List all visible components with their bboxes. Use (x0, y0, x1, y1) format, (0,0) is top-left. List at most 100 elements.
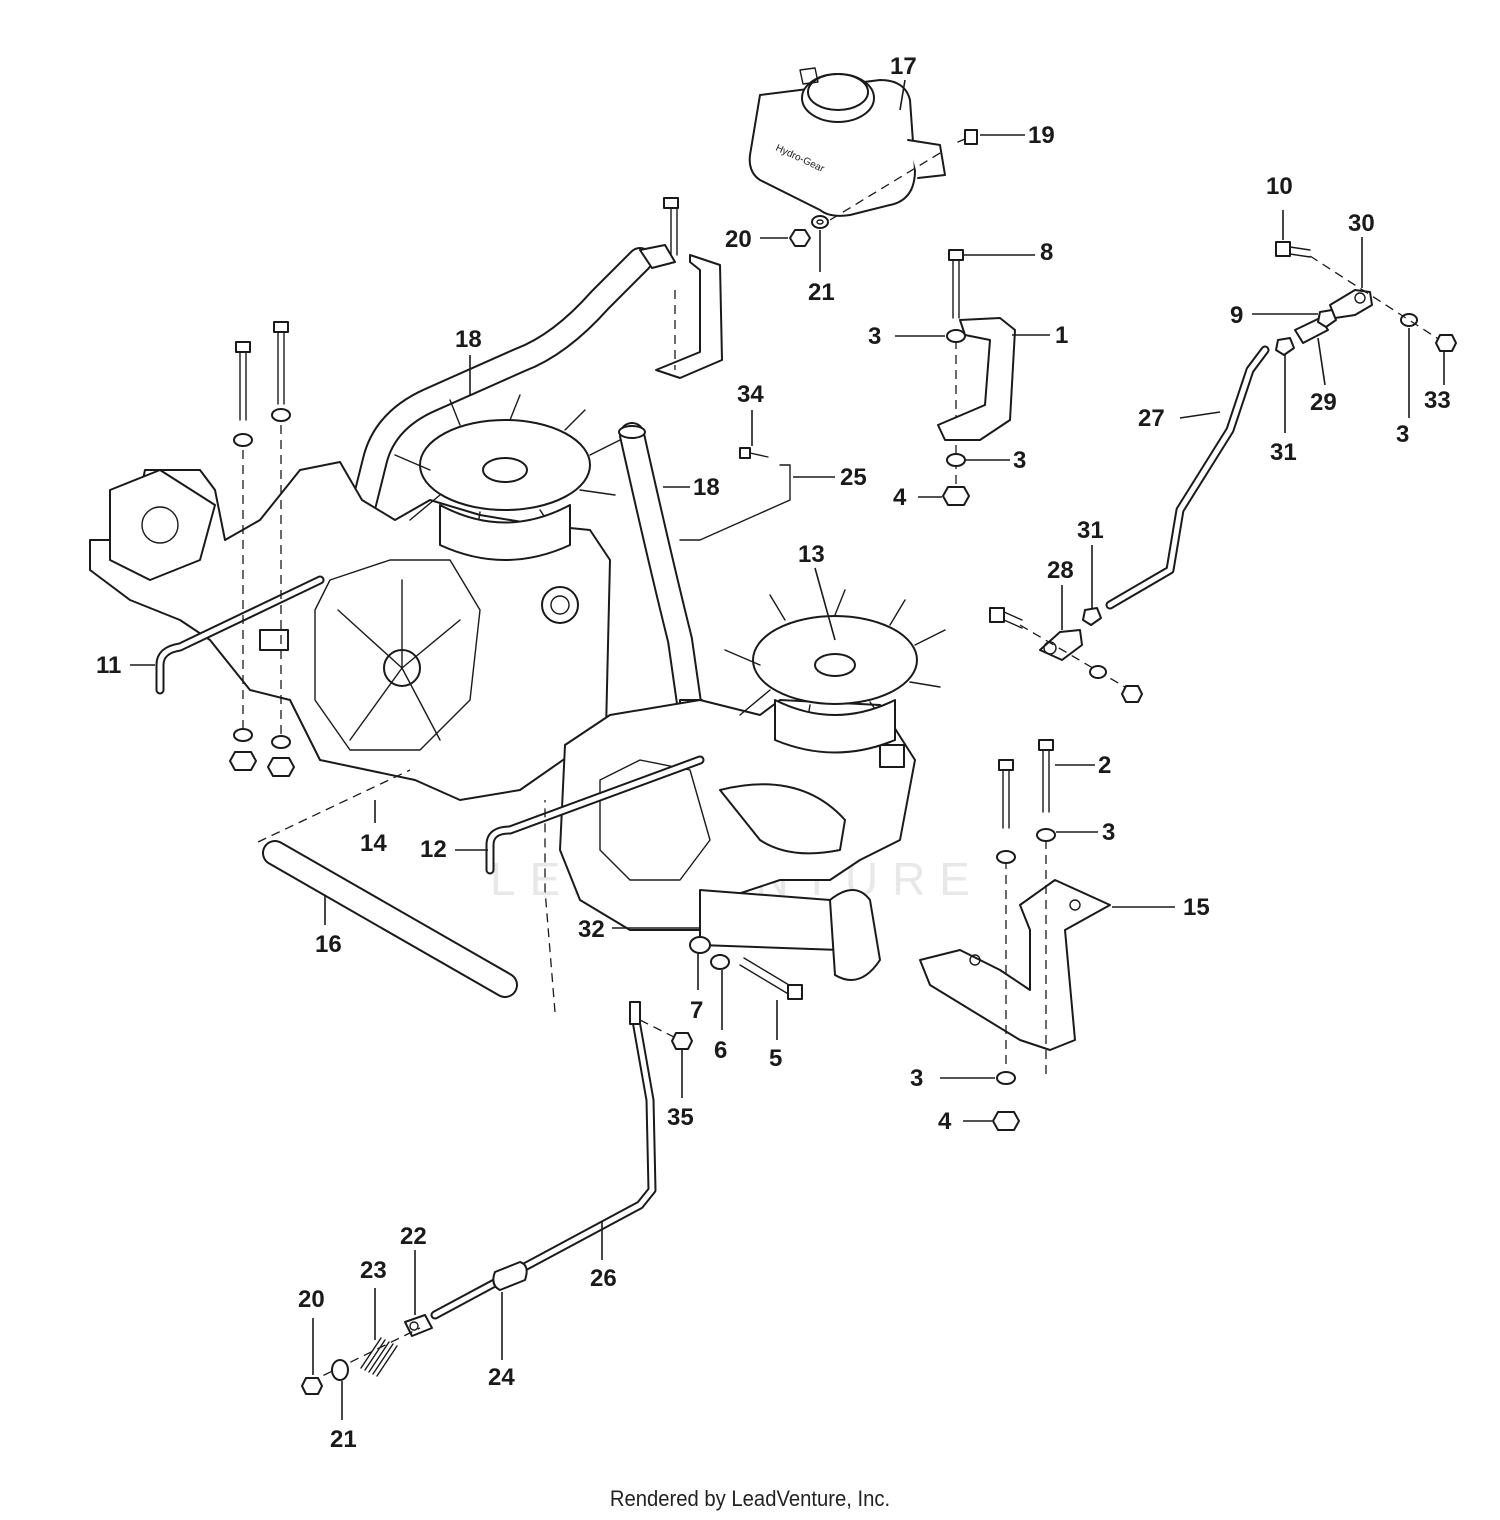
svg-text:3: 3 (1396, 421, 1409, 448)
callout-18-b: 18 (663, 474, 720, 501)
svg-text:32: 32 (578, 916, 605, 943)
nuts-4 (942, 486, 1020, 1131)
nut-31-top (1275, 337, 1295, 356)
cooling-fan-right (724, 589, 946, 754)
footer-credit: Rendered by LeadVenture, Inc. (609, 1486, 891, 1511)
callout-35: 35 (667, 1050, 694, 1131)
washer-21-low (331, 1359, 349, 1381)
svg-text:23: 23 (360, 1257, 387, 1284)
callout-1: 1 (1012, 322, 1068, 349)
bolt-8 (948, 249, 964, 319)
svg-text:3: 3 (1013, 447, 1026, 474)
callout-25: 25 (793, 464, 867, 491)
callout-24: 24 (488, 1292, 515, 1391)
rod-end-28 (1039, 629, 1083, 661)
svg-text:30: 30 (1348, 210, 1375, 237)
washer-6 (710, 954, 730, 970)
bracket-1 (937, 317, 1016, 441)
svg-text:3: 3 (868, 323, 881, 350)
callout-20-top: 20 (725, 226, 788, 253)
svg-text:25: 25 (840, 464, 867, 491)
svg-text:5: 5 (769, 1045, 782, 1072)
svg-text:35: 35 (667, 1104, 694, 1131)
svg-text:11: 11 (96, 652, 121, 679)
transaxle-14 (89, 461, 611, 801)
nut-35 (671, 1032, 693, 1050)
nut-9 (1317, 309, 1337, 328)
washer-7 (689, 936, 711, 954)
washers-3 (946, 313, 1418, 1085)
bypass-rod-11 (155, 575, 325, 695)
svg-text:4: 4 (938, 1108, 952, 1135)
svg-text:19: 19 (1028, 122, 1055, 149)
nut-20-low (301, 1377, 323, 1395)
callout-28: 28 (1047, 557, 1074, 630)
svg-text:24: 24 (488, 1364, 515, 1391)
svg-text:16: 16 (315, 931, 342, 958)
screw-19 (957, 129, 978, 145)
svg-text:7: 7 (690, 997, 703, 1024)
svg-text:8: 8 (1040, 239, 1053, 266)
shaft-16 (262, 840, 518, 998)
spring-23 (360, 1337, 398, 1377)
callout-26: 26 (590, 1222, 617, 1292)
svg-text:18: 18 (693, 474, 720, 501)
svg-text:26: 26 (590, 1265, 617, 1292)
callout-30: 30 (1348, 210, 1375, 288)
callout-20-low: 20 (298, 1286, 325, 1375)
callout-29: 29 (1310, 337, 1337, 416)
svg-text:31: 31 (1270, 439, 1297, 466)
callout-16: 16 (315, 895, 342, 958)
clip-24 (492, 1261, 528, 1291)
svg-text:34: 34 (737, 381, 764, 408)
svg-text:20: 20 (298, 1286, 325, 1313)
callout-27: 27 (1138, 405, 1221, 432)
bolt-2-a (998, 759, 1014, 829)
callout-9: 9 (1230, 302, 1318, 329)
svg-text:2: 2 (1098, 752, 1111, 779)
callout-13: 13 (798, 541, 836, 641)
svg-text:4: 4 (893, 484, 907, 511)
svg-text:22: 22 (400, 1223, 427, 1250)
callout-14: 14 (360, 800, 387, 857)
callout-12: 12 (420, 836, 488, 863)
callout-18-a: 18 (455, 326, 482, 395)
bypass-rod-12 (485, 755, 705, 875)
svg-text:9: 9 (1230, 302, 1243, 329)
svg-text:21: 21 (808, 279, 835, 306)
svg-text:27: 27 (1138, 405, 1165, 432)
svg-text:33: 33 (1424, 387, 1451, 414)
callout-4-a: 4 (893, 484, 942, 511)
svg-text:10: 10 (1266, 173, 1293, 200)
washer-21-top (811, 215, 829, 229)
callout-11: 11 (96, 652, 155, 679)
svg-text:15: 15 (1183, 894, 1210, 921)
reservoir: Hydro-Gear (748, 67, 946, 217)
svg-text:28: 28 (1047, 557, 1074, 584)
bolt-28 (989, 607, 1023, 629)
callout-7: 7 (690, 953, 703, 1024)
callout-32: 32 (578, 916, 700, 943)
svg-text:18: 18 (455, 326, 482, 353)
callout-21-low: 21 (330, 1381, 357, 1453)
tube-18-right (618, 422, 703, 727)
callout-17: 17 (890, 53, 917, 111)
svg-text:29: 29 (1310, 389, 1337, 416)
swivel-22 (404, 1314, 433, 1337)
bolts-left (229, 321, 295, 777)
svg-text:1: 1 (1055, 322, 1068, 349)
screw-34 (739, 447, 769, 459)
washer-28 (1089, 665, 1107, 679)
svg-text:12: 12 (420, 836, 447, 863)
svg-text:6: 6 (714, 1037, 727, 1064)
svg-text:13: 13 (798, 541, 825, 568)
bolt-5 (739, 957, 803, 1000)
callout-3-a: 3 (868, 323, 945, 350)
bracket-15 (919, 879, 1111, 1051)
bracket-left-upper (655, 197, 723, 379)
callout-19: 19 (980, 122, 1055, 149)
callout-34: 34 (737, 381, 764, 446)
callout-10: 10 (1266, 173, 1293, 240)
svg-text:17: 17 (890, 53, 917, 80)
callout-31-top: 31 (1270, 355, 1297, 466)
